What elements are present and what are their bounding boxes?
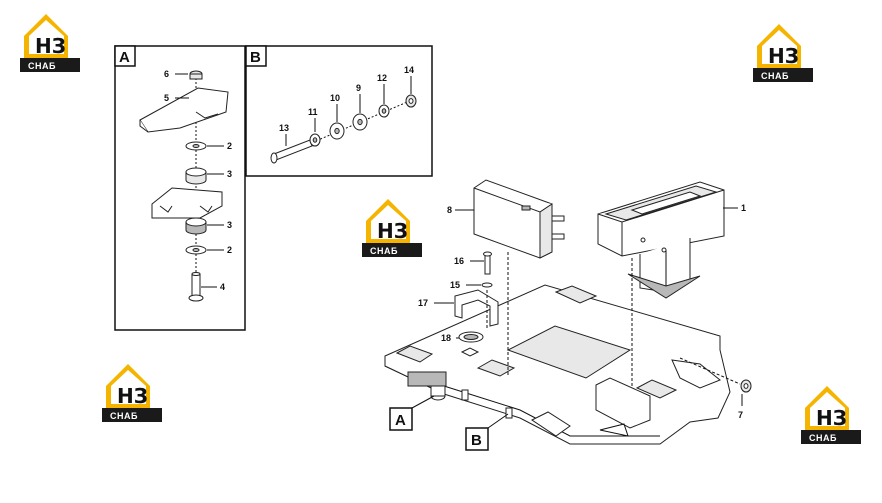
part-1-console xyxy=(597,181,725,299)
floor-mount-a xyxy=(407,371,447,387)
part-17-bracket xyxy=(454,289,499,327)
label-part-15: 15 xyxy=(450,280,460,290)
label-part-17: 17 xyxy=(418,298,428,308)
label-part-2-lower: 2 xyxy=(227,245,232,255)
part-13-bolt xyxy=(273,139,313,161)
upper-bracket xyxy=(139,87,229,133)
detail-panel-b: B 13 11 10 9 12 14 xyxy=(245,45,433,177)
logo-mark-text: НЗ xyxy=(117,384,148,408)
callout-a: A xyxy=(389,395,435,431)
label-part-7: 7 xyxy=(738,410,743,420)
label-part-13: 13 xyxy=(279,123,289,133)
label-part-11: 11 xyxy=(308,107,318,117)
label-part-14: 14 xyxy=(404,65,414,75)
label-part-2-upper: 2 xyxy=(227,141,232,151)
logo-mark-text: НЗ xyxy=(35,34,66,58)
label-part-10: 10 xyxy=(330,93,340,103)
floor-plate xyxy=(384,284,731,445)
detail-panel-a: A 6 5 2 xyxy=(114,45,246,331)
label-part-16: 16 xyxy=(454,256,464,266)
floor-opening xyxy=(506,325,632,379)
logo-watermark-2: НЗ СНАБ xyxy=(753,24,813,82)
logo-watermark-4: НЗ СНАБ xyxy=(102,364,162,422)
label-part-5: 5 xyxy=(164,93,169,103)
part-16-bolt xyxy=(483,251,492,275)
logo-watermark-1: НЗ СНАБ xyxy=(20,14,80,72)
part-15-washer xyxy=(481,282,493,288)
logo-watermark-5: НЗ СНАБ xyxy=(801,386,861,444)
part-7-nut xyxy=(740,379,752,393)
part-8-cover xyxy=(473,179,565,259)
logo-caption: СНАБ xyxy=(28,61,56,71)
logo-caption: СНАБ xyxy=(809,433,837,443)
part-18-grommet xyxy=(458,331,484,343)
logo-caption: СНАБ xyxy=(110,411,138,421)
label-part-6: 6 xyxy=(164,69,169,79)
logo-caption: СНАБ xyxy=(370,246,398,256)
logo-mark-text: НЗ xyxy=(816,406,847,430)
callout-a-letter: A xyxy=(395,412,406,429)
panel-a-letter: A xyxy=(119,49,130,66)
logo-caption: СНАБ xyxy=(761,71,789,81)
part-4-bolt xyxy=(191,273,201,297)
label-part-18: 18 xyxy=(441,333,451,343)
label-part-3-lower: 3 xyxy=(227,220,232,230)
label-part-3-upper: 3 xyxy=(227,169,232,179)
label-part-9: 9 xyxy=(356,83,361,93)
logo-watermark-3: НЗ СНАБ xyxy=(362,199,422,257)
label-part-4: 4 xyxy=(220,282,225,292)
logo-mark-text: НЗ xyxy=(768,44,799,68)
callout-b-letter: B xyxy=(471,432,482,449)
lower-bracket xyxy=(151,187,223,219)
label-part-1: 1 xyxy=(741,203,746,213)
label-part-8: 8 xyxy=(447,205,452,215)
callout-b: B xyxy=(465,413,509,451)
logo-mark-text: НЗ xyxy=(377,219,408,243)
panel-b-letter: B xyxy=(250,49,261,66)
label-part-12: 12 xyxy=(377,73,387,83)
